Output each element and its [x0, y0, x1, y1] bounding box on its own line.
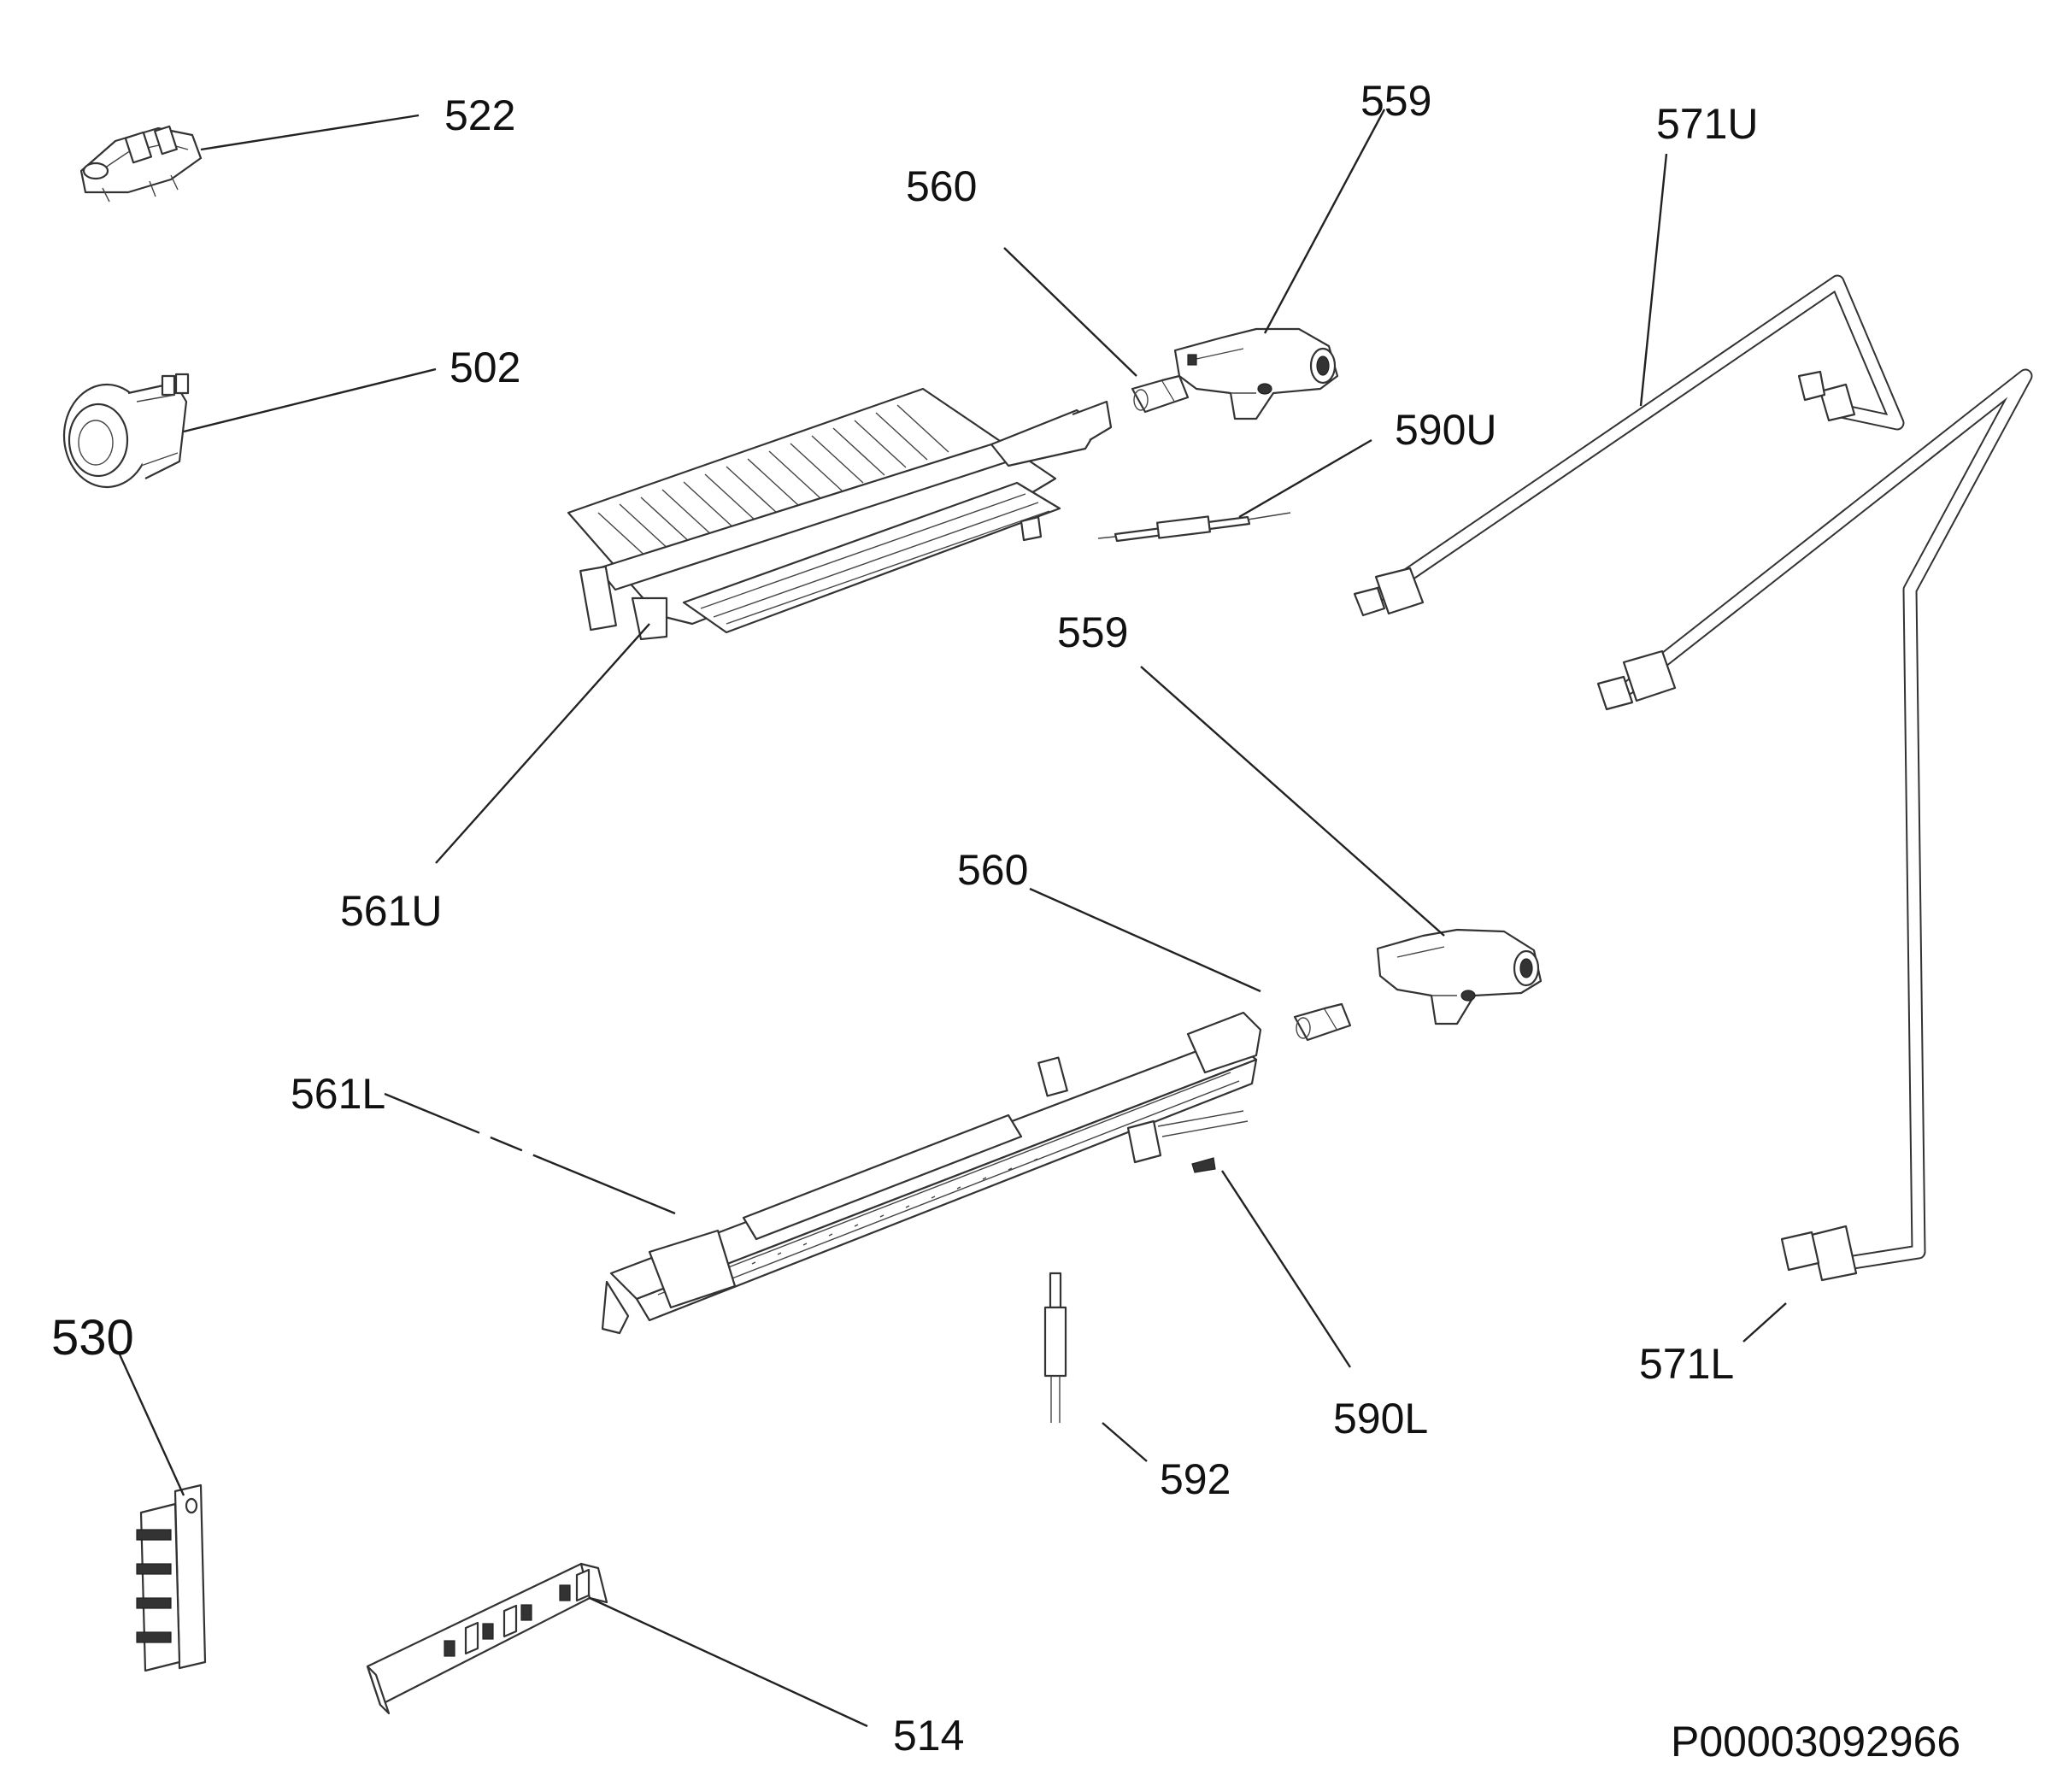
- leader-561L: [384, 1092, 676, 1215]
- callout-571U: 571U: [1656, 100, 1759, 148]
- leader-522: [200, 114, 420, 151]
- callout-522: 522: [444, 91, 515, 139]
- leader-592: [1102, 1422, 1148, 1462]
- part-514-spark-generator: [366, 1562, 608, 1715]
- callout-514: 514: [893, 1712, 964, 1760]
- leader-559-upper: [1263, 109, 1386, 334]
- callout-561U: 561U: [340, 887, 443, 935]
- callout-590L: 590L: [1333, 1395, 1428, 1442]
- callout-559-upper: 559: [1360, 77, 1431, 125]
- part-502-control: [62, 373, 190, 489]
- callout-560-lower: 560: [957, 846, 1028, 894]
- document-code: P00003092966: [1671, 1718, 1960, 1766]
- part-561U-upper-burner: [567, 387, 1113, 641]
- leader-560-lower: [1029, 887, 1261, 993]
- callout-530: 530: [51, 1310, 134, 1366]
- callout-590U: 590U: [1395, 406, 1497, 454]
- leader-502: [183, 367, 437, 433]
- part-592-probe: [1043, 1272, 1067, 1423]
- leader-571L: [1742, 1302, 1787, 1343]
- part-522-switch: [79, 125, 203, 203]
- leader-590L: [1220, 1170, 1352, 1368]
- leader-571U: [1639, 153, 1668, 407]
- burner-slats-upper: [597, 404, 949, 561]
- part-560-lower-injector: [1293, 1002, 1352, 1042]
- part-559-upper-valve: [1173, 327, 1339, 420]
- leader-590U: [1238, 438, 1372, 519]
- part-571U-pipe: [1353, 274, 1905, 617]
- part-590U-thermocouple: [1097, 512, 1291, 543]
- part-560-upper-injector: [1131, 374, 1190, 414]
- part-530-terminal-block: [136, 1484, 207, 1672]
- part-561L-lower-burner: [601, 1011, 1262, 1335]
- leader-514: [589, 1596, 868, 1728]
- callout-559-lower: 559: [1057, 608, 1128, 656]
- callout-571L: 571L: [1639, 1340, 1734, 1388]
- leader-560-upper: [1003, 247, 1137, 377]
- callout-561L: 561L: [291, 1070, 385, 1118]
- callout-560-upper: 560: [906, 162, 977, 210]
- part-571L-pipe: [1596, 368, 2033, 1282]
- part-559-lower-valve: [1376, 928, 1543, 1025]
- leader-561U: [435, 623, 650, 864]
- leader-530: [118, 1354, 185, 1496]
- callout-592: 592: [1160, 1455, 1231, 1503]
- callout-502: 502: [450, 344, 520, 391]
- leader-559-lower: [1140, 666, 1445, 937]
